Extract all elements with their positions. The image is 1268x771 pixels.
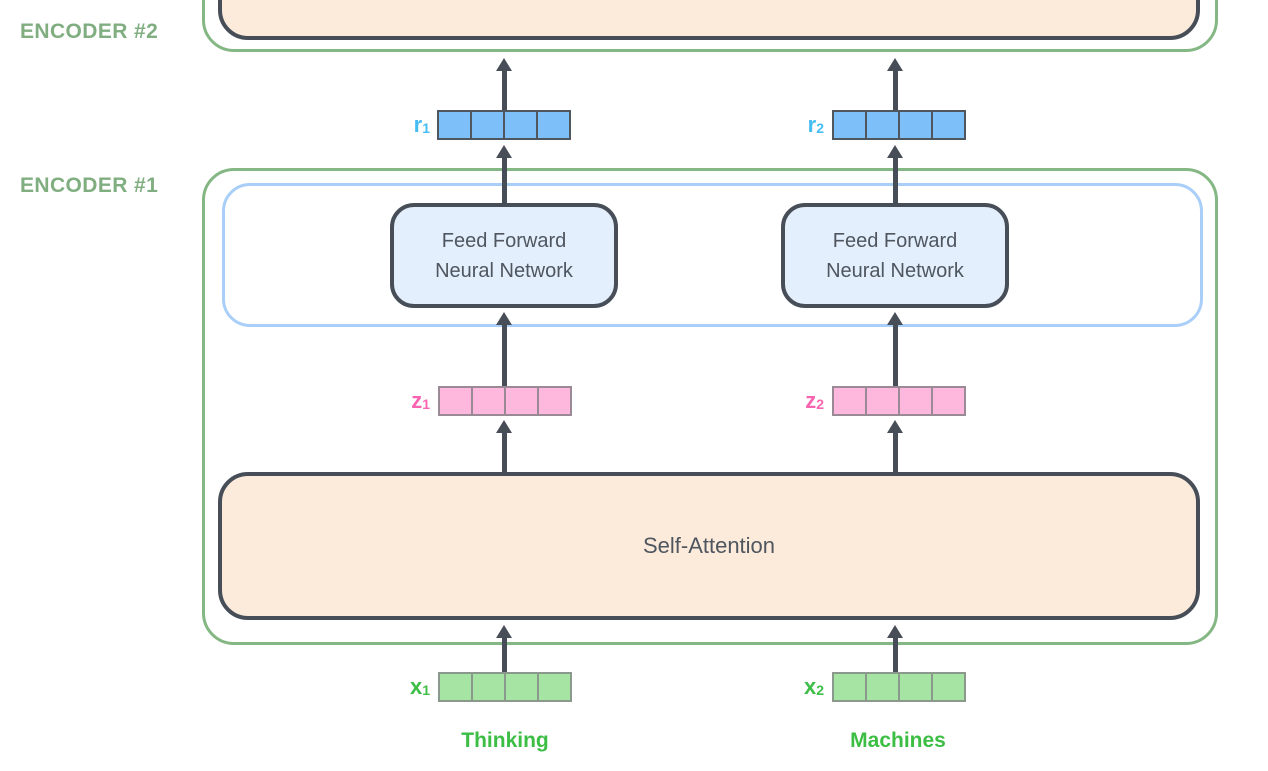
feed-forward-box-1: Feed Forward Neural Network xyxy=(390,203,618,308)
vector-cell xyxy=(834,388,867,414)
encoder2-self-attention-box xyxy=(218,0,1200,40)
encoder2-label: ENCODER #2 xyxy=(20,20,159,43)
feed-forward-label-line1: Feed Forward xyxy=(832,229,958,252)
vector-label-sub: 2 xyxy=(816,120,824,136)
arrow-head xyxy=(496,58,512,71)
vector-cell xyxy=(834,112,867,138)
vector-cell xyxy=(506,388,539,414)
arrow-up-icon xyxy=(496,58,512,110)
vector-cell xyxy=(539,388,570,414)
vector-label-sub: 2 xyxy=(816,682,824,698)
vector-cell xyxy=(900,674,933,700)
vector-r2 xyxy=(832,110,966,140)
vector-label-sub: 1 xyxy=(422,120,430,136)
vector-z2 xyxy=(832,386,966,416)
arrow-up-icon xyxy=(887,420,903,472)
vector-cell xyxy=(933,674,964,700)
arrow-shaft xyxy=(892,158,898,203)
arrow-shaft xyxy=(501,71,507,110)
arrow-head xyxy=(887,145,903,158)
arrow-shaft xyxy=(892,433,898,472)
vector-cell xyxy=(900,112,933,138)
feed-forward-layer-group xyxy=(222,183,1203,327)
arrow-up-icon xyxy=(496,625,512,672)
vector-z1 xyxy=(438,386,572,416)
vector-cell xyxy=(834,674,867,700)
vector-label-sub: 1 xyxy=(422,682,430,698)
vector-cell xyxy=(505,112,538,138)
vector-label-base: r xyxy=(413,112,423,137)
encoder1-label: ENCODER #1 xyxy=(20,174,159,197)
vector-cell xyxy=(867,388,900,414)
vector-cell xyxy=(473,674,506,700)
self-attention-box: Self-Attention xyxy=(218,472,1200,620)
input-word-1: Thinking xyxy=(461,729,549,752)
vector-cell xyxy=(506,674,539,700)
arrow-up-icon xyxy=(887,625,903,672)
arrow-head xyxy=(887,58,903,71)
vector-r1 xyxy=(437,110,571,140)
vector-cell xyxy=(439,112,472,138)
vector-cell xyxy=(472,112,505,138)
arrow-up-icon xyxy=(496,420,512,472)
vector-cell xyxy=(473,388,506,414)
vector-x1 xyxy=(438,672,572,702)
arrow-head xyxy=(496,145,512,158)
arrow-head xyxy=(496,420,512,433)
self-attention-label: Self-Attention xyxy=(642,533,776,558)
encoder2-box xyxy=(202,0,1218,52)
vector-label-base: z xyxy=(805,388,817,413)
arrow-head xyxy=(887,420,903,433)
encoder1-box xyxy=(202,168,1218,645)
vector-cell xyxy=(933,112,964,138)
vector-label-base: r xyxy=(807,112,817,137)
vector-cell xyxy=(538,112,569,138)
arrow-shaft xyxy=(501,638,507,672)
arrow-up-icon xyxy=(887,312,903,386)
arrow-shaft xyxy=(501,158,507,203)
vector-cell xyxy=(440,388,473,414)
arrow-shaft xyxy=(501,325,507,386)
input-word-2: Machines xyxy=(850,729,946,752)
feed-forward-label-line1: Feed Forward xyxy=(441,229,567,252)
arrow-shaft xyxy=(892,325,898,386)
vector-label-base: x xyxy=(803,674,817,699)
vector-label-sub: 1 xyxy=(422,396,430,412)
arrow-up-icon xyxy=(887,58,903,110)
feed-forward-label-line2: Neural Network xyxy=(435,259,573,282)
feed-forward-box-2: Feed Forward Neural Network xyxy=(781,203,1009,308)
arrow-up-icon xyxy=(496,145,512,203)
arrow-head xyxy=(496,625,512,638)
vector-label-base: z xyxy=(411,388,423,413)
arrow-head xyxy=(887,312,903,325)
arrow-shaft xyxy=(892,71,898,110)
arrow-head xyxy=(496,312,512,325)
arrow-shaft xyxy=(501,433,507,472)
vector-cell xyxy=(440,674,473,700)
vector-cell xyxy=(867,674,900,700)
vector-label-sub: 2 xyxy=(816,396,824,412)
vector-label-base: x xyxy=(409,674,423,699)
arrow-shaft xyxy=(892,638,898,672)
vector-cell xyxy=(867,112,900,138)
feed-forward-label-line2: Neural Network xyxy=(826,259,964,282)
vector-cell xyxy=(900,388,933,414)
vector-cell xyxy=(933,388,964,414)
arrow-up-icon xyxy=(887,145,903,203)
vector-x2 xyxy=(832,672,966,702)
vector-cell xyxy=(539,674,570,700)
arrow-head xyxy=(887,625,903,638)
arrow-up-icon xyxy=(496,312,512,386)
